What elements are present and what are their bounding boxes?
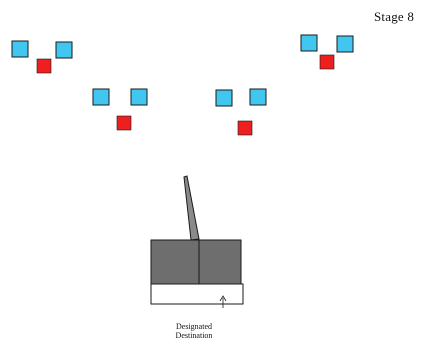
cannon-body bbox=[150, 239, 242, 285]
blue-block bbox=[336, 35, 354, 53]
destination-label-line1: Designated bbox=[176, 322, 212, 331]
red-block bbox=[36, 58, 52, 74]
cannon-panel-left bbox=[150, 239, 200, 285]
blue-block bbox=[300, 34, 318, 52]
invader-group bbox=[215, 88, 267, 136]
blue-block bbox=[130, 88, 148, 106]
invader-group bbox=[92, 88, 148, 131]
blue-block bbox=[249, 88, 267, 106]
red-block bbox=[237, 120, 253, 136]
invader-group bbox=[11, 40, 73, 74]
blue-block bbox=[55, 41, 73, 59]
blue-block bbox=[92, 88, 110, 106]
arrow-up-icon bbox=[219, 295, 227, 308]
cannon-barrel bbox=[183, 175, 200, 241]
red-block bbox=[116, 115, 132, 131]
blue-block bbox=[215, 89, 233, 107]
destination-label: Designated Destination bbox=[166, 322, 222, 340]
stage-label: Stage 8 bbox=[374, 9, 415, 24]
blue-block bbox=[11, 40, 29, 58]
cannon-panel-right bbox=[198, 239, 242, 285]
red-block bbox=[319, 54, 335, 70]
destination-label-line2: Destination bbox=[175, 331, 213, 340]
invader-group bbox=[300, 34, 354, 70]
platform bbox=[150, 283, 244, 305]
